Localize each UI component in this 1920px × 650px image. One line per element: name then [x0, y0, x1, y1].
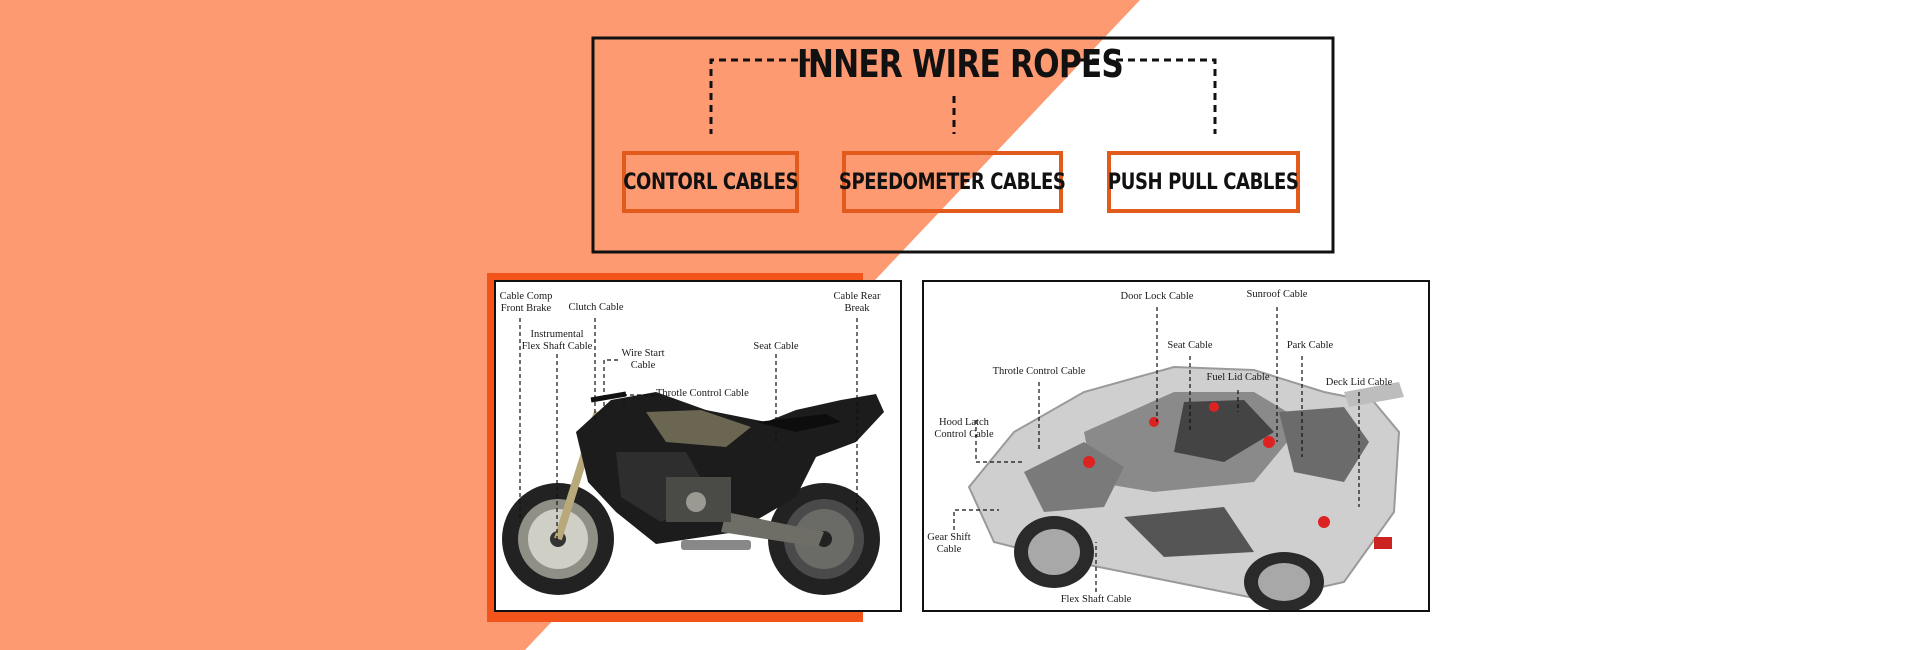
label-seat-cable: Seat Cable — [1167, 340, 1213, 351]
category-control-cables: CONTORL CABLES — [622, 151, 799, 213]
motorcycle-panel: Cable Comp Front Brake Clutch Cable Inst… — [494, 280, 902, 612]
category-push-pull-cables: PUSH PULL CABLES — [1107, 151, 1300, 213]
label-clutch-cable: Clutch Cable — [568, 302, 624, 313]
label-seat-cable: Seat Cable — [753, 341, 799, 352]
label-cable-rear-break: Cable Rear Break — [833, 291, 881, 314]
label-gear-shift-cable: Gear Shift Cable — [927, 532, 971, 555]
motorcycle-body — [502, 391, 884, 595]
label-throtle-control-cable: Throtle Control Cable — [656, 388, 749, 399]
connector-left — [709, 58, 822, 134]
car-illustration — [953, 307, 1404, 610]
label-cable-comp-front-brake: Cable Comp Front Brake — [499, 291, 553, 314]
label-instrumental-flex-shaft-cable: Instrumental Flex Shaft Cable — [521, 329, 593, 352]
label-throtle-control-cable: Throtle Control Cable — [992, 366, 1086, 377]
car-leader-lines — [953, 307, 1360, 592]
label-hood-latch-control-cable: Hood Latch Control Cable — [934, 417, 994, 440]
car-body — [967, 365, 1404, 610]
motorcycle-illustration — [502, 318, 884, 595]
label-park-cable: Park Cable — [1286, 340, 1334, 351]
motorcycle-leader-lines — [519, 318, 858, 542]
category-speedometer-cables: SPEEDOMETER CABLES — [839, 151, 1066, 213]
label-deck-lid-cable: Deck Lid Cable — [1325, 377, 1393, 388]
category-label: SPEEDOMETER CABLES — [839, 169, 1066, 195]
label-sunroof-cable: Sunroof Cable — [1246, 289, 1308, 300]
label-door-lock-cable: Door Lock Cable — [1120, 291, 1194, 302]
car-panel: Door Lock Cable Sunroof Cable Seat Cable… — [922, 280, 1430, 612]
connector-lines — [709, 58, 1217, 134]
label-flex-shaft-cable: Flex Shaft Cable — [1060, 594, 1132, 605]
diagram-title: INNER WIRE ROPES — [797, 42, 1124, 86]
label-wire-start-cable: Wire Start Cable — [621, 348, 665, 371]
category-label: CONTORL CABLES — [623, 169, 799, 195]
label-fuel-lid-cable: Fuel Lid Cable — [1206, 372, 1270, 383]
header-frame — [591, 36, 1335, 254]
connector-right — [1080, 58, 1217, 134]
category-label: PUSH PULL CABLES — [1108, 169, 1299, 195]
